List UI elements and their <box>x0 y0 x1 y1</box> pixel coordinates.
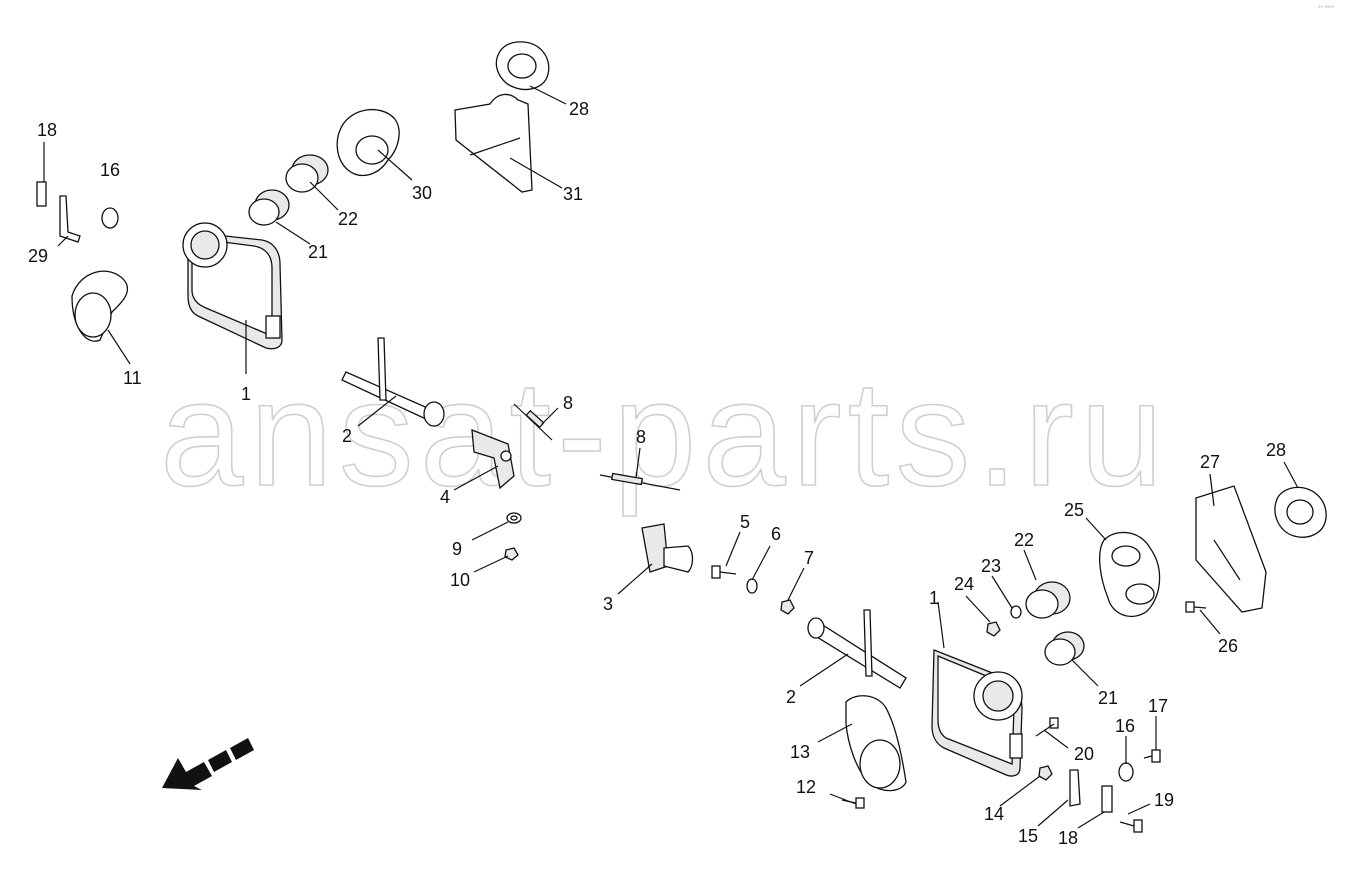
part-28-gasket-ring-top <box>495 41 550 91</box>
part-23-washer <box>1010 605 1022 619</box>
callout-6: 6 <box>771 524 781 544</box>
callout-18: 18 <box>1058 828 1078 848</box>
part-17-bolt <box>1143 749 1161 763</box>
callout-14: 14 <box>984 804 1004 824</box>
part-6-washer <box>746 578 758 594</box>
part-28-gasket-ring-right <box>1274 486 1327 538</box>
callout-28: 28 <box>1266 440 1286 460</box>
part-8-gas-strut-upper <box>513 403 553 441</box>
callout-29: 29 <box>28 246 48 266</box>
part-25-shroud <box>1098 531 1161 617</box>
callout-24: 24 <box>954 574 974 594</box>
callout-20: 20 <box>1074 744 1094 764</box>
part-20-bolt <box>1035 717 1059 737</box>
callout-30: 30 <box>412 183 432 203</box>
callout-27: 27 <box>1200 452 1220 472</box>
callout-2: 2 <box>786 687 796 707</box>
part-13-inlet-duct <box>845 695 907 792</box>
watermark: ansat-parts.ru <box>160 349 1169 517</box>
part-24-nut <box>986 621 1001 637</box>
part-3-mount-bracket <box>641 523 694 573</box>
callout-13: 13 <box>790 742 810 762</box>
part-30-shroud <box>336 108 400 177</box>
callout-17: 17 <box>1148 696 1168 716</box>
part-31-side-cover <box>454 93 533 193</box>
part-1-motor-housing-right <box>931 649 1023 777</box>
part-27-side-cover <box>1195 485 1267 613</box>
callout-2: 2 <box>342 426 352 446</box>
callout-10: 10 <box>450 570 470 590</box>
callout-21: 21 <box>1098 688 1118 708</box>
part-2-shaft-right <box>807 609 907 689</box>
callout-19: 19 <box>1154 790 1174 810</box>
leader-lines <box>43 85 1299 829</box>
callout-31: 31 <box>563 184 583 204</box>
callout-7: 7 <box>804 548 814 568</box>
callout-8: 8 <box>636 427 646 447</box>
part-22-cap-right <box>1025 581 1071 619</box>
callout-12: 12 <box>796 777 816 797</box>
callout-16: 16 <box>100 160 120 180</box>
part-8-gas-strut-lower <box>599 472 681 491</box>
callout-5: 5 <box>740 512 750 532</box>
callout-21: 21 <box>308 242 328 262</box>
callout-labels: 28 18 16 30 31 22 29 21 11 1 2 8 8 4 9 1… <box>28 99 1286 848</box>
part-18-clip-top <box>36 181 47 207</box>
callout-16: 16 <box>1115 716 1135 736</box>
callout-9: 9 <box>452 539 462 559</box>
arrow-down-left-icon <box>162 738 254 790</box>
callout-26: 26 <box>1218 636 1238 656</box>
callout-22: 22 <box>338 209 358 229</box>
callout-15: 15 <box>1018 826 1038 846</box>
part-2-shaft-top <box>341 337 445 427</box>
part-26-screw <box>1185 601 1207 613</box>
part-21-cap-right <box>1044 631 1085 666</box>
callout-1: 1 <box>929 588 939 608</box>
corner-mark: °° °°°° <box>1318 6 1335 12</box>
part-4-mount-bracket <box>471 429 515 490</box>
part-16-washer-top <box>101 207 119 229</box>
callout-25: 25 <box>1064 500 1084 520</box>
part-10-nut <box>504 547 519 561</box>
part-5-bolt <box>711 565 737 579</box>
callout-28: 28 <box>569 99 589 119</box>
callout-22: 22 <box>1014 530 1034 550</box>
part-18-clip-right <box>1101 785 1113 813</box>
part-9-washer <box>506 512 522 524</box>
callout-3: 3 <box>603 594 613 614</box>
callout-4: 4 <box>440 487 450 507</box>
part-16-washer-right <box>1118 762 1134 782</box>
part-21-cap-top <box>248 189 290 226</box>
callout-11: 11 <box>123 368 142 388</box>
callout-1: 1 <box>241 384 251 404</box>
callout-18: 18 <box>37 120 57 140</box>
part-11-inlet-duct <box>71 270 129 342</box>
part-19-bolt <box>1119 819 1143 833</box>
part-22-cap-top <box>285 154 329 193</box>
callout-23: 23 <box>981 556 1001 576</box>
part-1-motor-housing-top <box>182 222 283 350</box>
part-29-bracket <box>59 195 81 243</box>
part-14-nut <box>1038 765 1053 781</box>
callout-8: 8 <box>563 393 573 413</box>
part-15-bracket <box>1069 769 1081 807</box>
part-7-nut <box>780 599 795 615</box>
